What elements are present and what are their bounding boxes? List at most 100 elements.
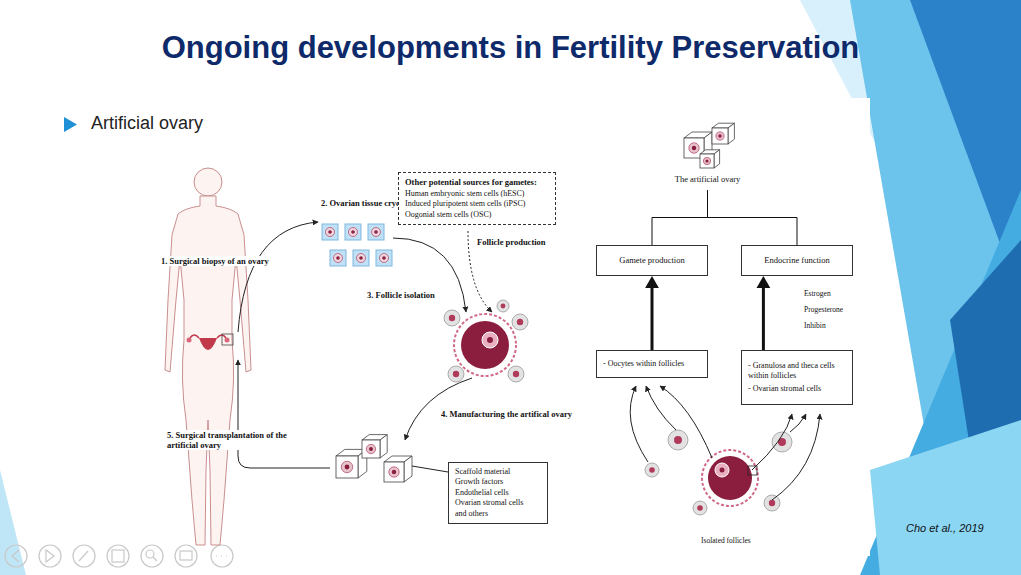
- small-oocyte: [453, 371, 459, 377]
- follicle-cluster: [454, 314, 516, 376]
- bullet-triangle: [64, 117, 77, 132]
- hormone-label: Estrogen: [803, 289, 832, 298]
- hormone-label: Inhibin: [803, 321, 827, 330]
- function-box: Endocrine function: [741, 245, 853, 276]
- node-text: - Oocytes within follicles: [603, 359, 701, 369]
- cube-follicle: [389, 467, 399, 477]
- woman-figure: [165, 168, 251, 545]
- isolated-follicles-drawing: [645, 430, 792, 515]
- cryopreserved-tissue: [322, 224, 392, 266]
- tissue-square: [368, 224, 384, 240]
- connector: [645, 276, 659, 350]
- node-text: Other potential sources for gametes:: [405, 177, 549, 188]
- facet: [850, 0, 1021, 575]
- tissue-square: [345, 224, 361, 240]
- artificial-ovary-label: The artificial ovary: [655, 173, 760, 190]
- node-text: Scaffold material: [455, 467, 541, 477]
- node-text: and others: [455, 509, 541, 519]
- cube-follicle: [366, 444, 375, 453]
- small-follicle: [512, 314, 528, 330]
- cell-box: - Granulosa and theca cells within folli…: [741, 350, 853, 405]
- connector-line: [762, 287, 765, 350]
- node-text: Endothelial cells: [455, 488, 541, 498]
- cube-front: [336, 456, 358, 478]
- connector-line: [652, 190, 708, 245]
- figure-label: Isolated follicles: [700, 536, 752, 545]
- cube-oocyte: [718, 134, 722, 138]
- cube-front: [384, 462, 404, 482]
- cube-oocyte: [692, 146, 696, 150]
- arrowhead: [757, 276, 771, 288]
- facet: [860, 190, 1021, 575]
- arrowhead: [645, 276, 659, 288]
- small-follicle: [693, 501, 707, 515]
- tissue-oocyte: [359, 256, 363, 260]
- small-follicle: [668, 430, 688, 450]
- node-text: - Ovarian stromal cells: [748, 384, 846, 394]
- cube-side: [714, 150, 720, 168]
- tissue-oocyte: [374, 230, 378, 234]
- node-text: Human embryonic stem cells (hESC): [405, 189, 549, 199]
- tissue-square: [322, 224, 338, 240]
- tissue-square: [376, 250, 392, 266]
- small-follicle: [645, 463, 659, 477]
- tissue-oocyte: [351, 230, 355, 234]
- step-label: 5. Surgical transplantation of the artif…: [166, 430, 296, 450]
- tissue-square: [330, 250, 346, 266]
- small-oocyte: [517, 319, 523, 325]
- cube-side: [728, 123, 734, 144]
- connector-line: [708, 190, 798, 245]
- corner-shape: [0, 470, 26, 575]
- node-text: Gamete production: [619, 255, 684, 266]
- uterus-icon: [187, 334, 234, 350]
- tissue-square: [353, 250, 369, 266]
- small-oocyte: [513, 371, 519, 377]
- step-label: 4. Manufacturing the artifical ovary: [440, 409, 573, 419]
- function-box: Gamete production: [596, 245, 708, 276]
- small-oocyte: [649, 467, 655, 473]
- node-text: The artificial ovary: [656, 174, 759, 185]
- small-follicles: [444, 300, 528, 382]
- tissue-oocyte: [336, 256, 340, 260]
- tissue-follicle: [357, 254, 366, 263]
- cube-side: [404, 456, 412, 482]
- tissue-follicle: [326, 228, 335, 237]
- tissue-oocyte: [382, 256, 386, 260]
- small-follicle: [508, 366, 524, 382]
- cube-oocyte: [345, 465, 350, 470]
- figure-panel: [148, 98, 870, 556]
- cube-oocyte: [705, 159, 708, 162]
- cube-front: [700, 154, 714, 168]
- tissue-follicle: [349, 228, 358, 237]
- node-text: - Granulosa and theca cells within folli…: [748, 361, 846, 382]
- node-text: Growth factors: [455, 477, 541, 487]
- small-follicle: [764, 495, 780, 511]
- node-text: Ovarian stromal cells: [455, 498, 541, 508]
- cube-oocyte: [369, 447, 373, 451]
- tissue-follicle: [372, 228, 381, 237]
- hormone-label: Progesterone: [803, 305, 844, 314]
- small-follicle: [444, 310, 460, 326]
- cube-follicle: [341, 461, 352, 472]
- components-box: Scaffold materialGrowth factorsEndotheli…: [448, 462, 548, 524]
- tissue-follicle: [380, 254, 389, 263]
- cube-oocyte: [392, 470, 396, 474]
- tissue-follicle: [334, 254, 343, 263]
- small-oocyte: [674, 436, 682, 444]
- sources-box: Other potential sources for gametes:Huma…: [398, 172, 556, 225]
- slide-title: Ongoing developments in Fertility Preser…: [0, 30, 1021, 66]
- cube-follicle: [716, 132, 724, 140]
- small-follicle: [448, 366, 464, 382]
- cell-box: - Oocytes within follicles: [596, 350, 708, 378]
- artificial-ovary-cubes: [336, 123, 734, 482]
- small-oocyte: [769, 500, 775, 506]
- bullet-text: Artificial ovary: [90, 113, 204, 135]
- cube-front: [712, 128, 728, 144]
- slide-toolbar: [5, 545, 233, 567]
- connector: [708, 190, 798, 245]
- cube-front: [362, 440, 380, 458]
- node-text: Endocrine function: [764, 255, 829, 266]
- node-text: Induced pluripotent stem cells (iPSC): [405, 199, 549, 209]
